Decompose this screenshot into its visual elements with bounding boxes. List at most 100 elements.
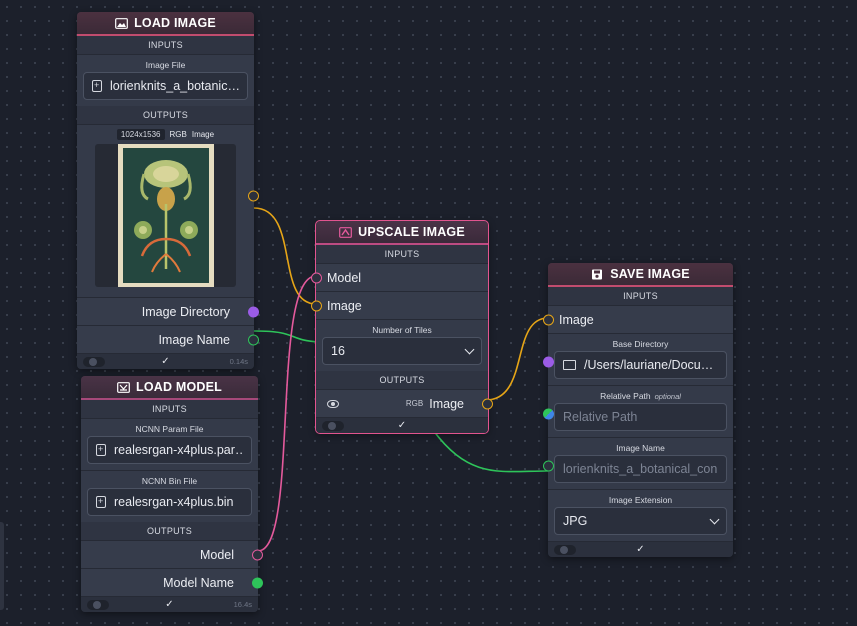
wire-name-to-save <box>432 429 549 473</box>
image-icon <box>115 17 128 29</box>
output-label: Model Name <box>163 575 234 590</box>
check-icon[interactable]: ✓ <box>161 356 170 367</box>
node-footer: ✓ 0.14s <box>77 353 254 369</box>
inputs-label: INPUTS <box>81 400 258 418</box>
bin-file-field: NCNN Bin File realesrgan-x4plus.bin <box>81 470 258 522</box>
bin-file-value: realesrgan-x4plus.bin <box>114 495 234 509</box>
output-model: Model <box>81 540 263 568</box>
image-extension-select[interactable]: JPG <box>554 507 727 535</box>
input-model: Model <box>311 263 488 291</box>
check-icon[interactable]: ✓ <box>397 420 407 431</box>
save-image-header[interactable]: SAVE IMAGE <box>548 263 733 287</box>
tiles-label: Number of Tiles <box>372 325 432 335</box>
base-directory-input[interactable]: /Users/lauriane/Docu… <box>554 351 727 379</box>
param-file-input[interactable]: realesrgan-x4plus.par… <box>87 436 252 464</box>
output-model-name: Model Name <box>81 568 263 596</box>
wire-image-to-upscale <box>253 207 317 305</box>
inputs-label: INPUTS <box>77 36 254 54</box>
name-output-port[interactable] <box>248 334 259 345</box>
image-file-input[interactable]: lorienknits_a_botanic… <box>83 72 248 100</box>
load-model-node[interactable]: LOAD MODEL INPUTS NCNN Param File reales… <box>81 376 263 612</box>
inputs-label: INPUTS <box>316 245 488 263</box>
image-input-port[interactable] <box>311 300 322 311</box>
image-extension-label: Image Extension <box>608 495 673 505</box>
play-toggle-icon[interactable] <box>322 420 344 431</box>
file-icon <box>96 443 106 456</box>
type-tag: Image <box>191 130 215 139</box>
base-directory-label: Base Directory <box>612 339 669 349</box>
image-name-input[interactable]: lorienknits_a_botanical_con <box>554 455 727 483</box>
load-image-node[interactable]: LOAD IMAGE INPUTS Image File lorienknits… <box>77 12 259 369</box>
optional-tag: optional <box>654 392 681 401</box>
image-output-port[interactable] <box>248 190 259 202</box>
channels-tag: RGB <box>405 399 424 408</box>
tiles-field: Number of Tiles 16 <box>316 319 488 371</box>
play-toggle-icon[interactable] <box>87 599 109 610</box>
base-directory-field: Base Directory /Users/lauriane/Docu… <box>543 333 733 385</box>
dimensions-tag: 1024x1536 <box>116 129 165 140</box>
bin-file-input[interactable]: realesrgan-x4plus.bin <box>87 488 252 516</box>
model-input-port[interactable] <box>311 272 322 283</box>
play-toggle-icon[interactable] <box>554 544 576 555</box>
relative-path-placeholder: Relative Path <box>563 410 638 424</box>
wire-imagename-to-savename <box>253 330 321 343</box>
base-directory-value: /Users/lauriane/Docu… <box>584 358 714 372</box>
output-label: Image <box>429 396 464 411</box>
preview-meta: 1024x1536 RGB Image <box>95 129 236 140</box>
relative-path-input[interactable]: Relative Path <box>554 403 727 431</box>
image-file-value: lorienknits_a_botanic… <box>110 79 239 93</box>
tiles-select[interactable]: 16 <box>322 337 482 365</box>
upscale-icon <box>339 226 353 238</box>
image-extension-field: Image Extension JPG <box>548 489 733 541</box>
check-icon[interactable]: ✓ <box>636 544 645 555</box>
image-thumbnail[interactable] <box>95 144 236 287</box>
tiles-value: 16 <box>331 344 345 358</box>
image-output-port[interactable] <box>482 398 493 409</box>
file-icon <box>92 79 102 92</box>
directory-output-port[interactable] <box>248 306 259 317</box>
image-extension-value: JPG <box>563 514 588 528</box>
upscale-image-node[interactable]: UPSCALE IMAGE INPUTS Model Image Number … <box>311 220 493 434</box>
image-name-input-port[interactable] <box>543 460 554 472</box>
eye-icon[interactable] <box>327 399 339 408</box>
side-panel-edge[interactable] <box>0 522 4 610</box>
outputs-label: OUTPUTS <box>81 522 258 540</box>
node-footer: ✓ <box>316 417 488 433</box>
chevron-down-icon <box>709 514 720 524</box>
image-input-port[interactable] <box>543 314 554 325</box>
image-name-field: Image Name lorienknits_a_botanical_con <box>543 437 733 489</box>
input-label: Image <box>559 312 594 327</box>
save-image-node[interactable]: SAVE IMAGE INPUTS Image Base Directory /… <box>543 263 733 557</box>
param-file-field: NCNN Param File realesrgan-x4plus.par… <box>81 418 258 470</box>
execution-time: 0.14s <box>229 357 248 366</box>
play-toggle-icon[interactable] <box>83 356 105 367</box>
input-label: Image <box>327 298 362 313</box>
model-output-port[interactable] <box>252 549 263 560</box>
input-image: Image <box>543 305 733 333</box>
outputs-label: OUTPUTS <box>77 106 254 124</box>
node-footer: ✓ <box>548 541 733 557</box>
file-icon <box>96 495 106 508</box>
load-image-header[interactable]: LOAD IMAGE <box>77 12 254 36</box>
bin-file-label: NCNN Bin File <box>141 476 198 486</box>
output-label: Model <box>199 547 234 562</box>
param-file-label: NCNN Param File <box>135 424 204 434</box>
load-model-header[interactable]: LOAD MODEL <box>81 376 258 400</box>
check-icon[interactable]: ✓ <box>165 599 174 610</box>
directory-input-port[interactable] <box>543 356 554 368</box>
chevron-down-icon <box>464 344 475 354</box>
image-file-field: Image File lorienknits_a_botanic… <box>77 54 254 106</box>
output-image: RGB Image <box>316 389 493 417</box>
relative-path-input-port[interactable] <box>543 408 554 420</box>
upscale-image-header[interactable]: UPSCALE IMAGE <box>316 221 488 245</box>
input-image: Image <box>311 291 488 319</box>
output-label: Image Directory <box>141 304 230 319</box>
model-name-output-port[interactable] <box>252 577 263 588</box>
botanical-illustration <box>117 144 214 287</box>
wire-upscale-to-save <box>485 317 549 401</box>
channels-tag: RGB <box>169 130 187 139</box>
node-title: LOAD MODEL <box>135 380 223 394</box>
param-file-value: realesrgan-x4plus.par… <box>114 443 243 457</box>
